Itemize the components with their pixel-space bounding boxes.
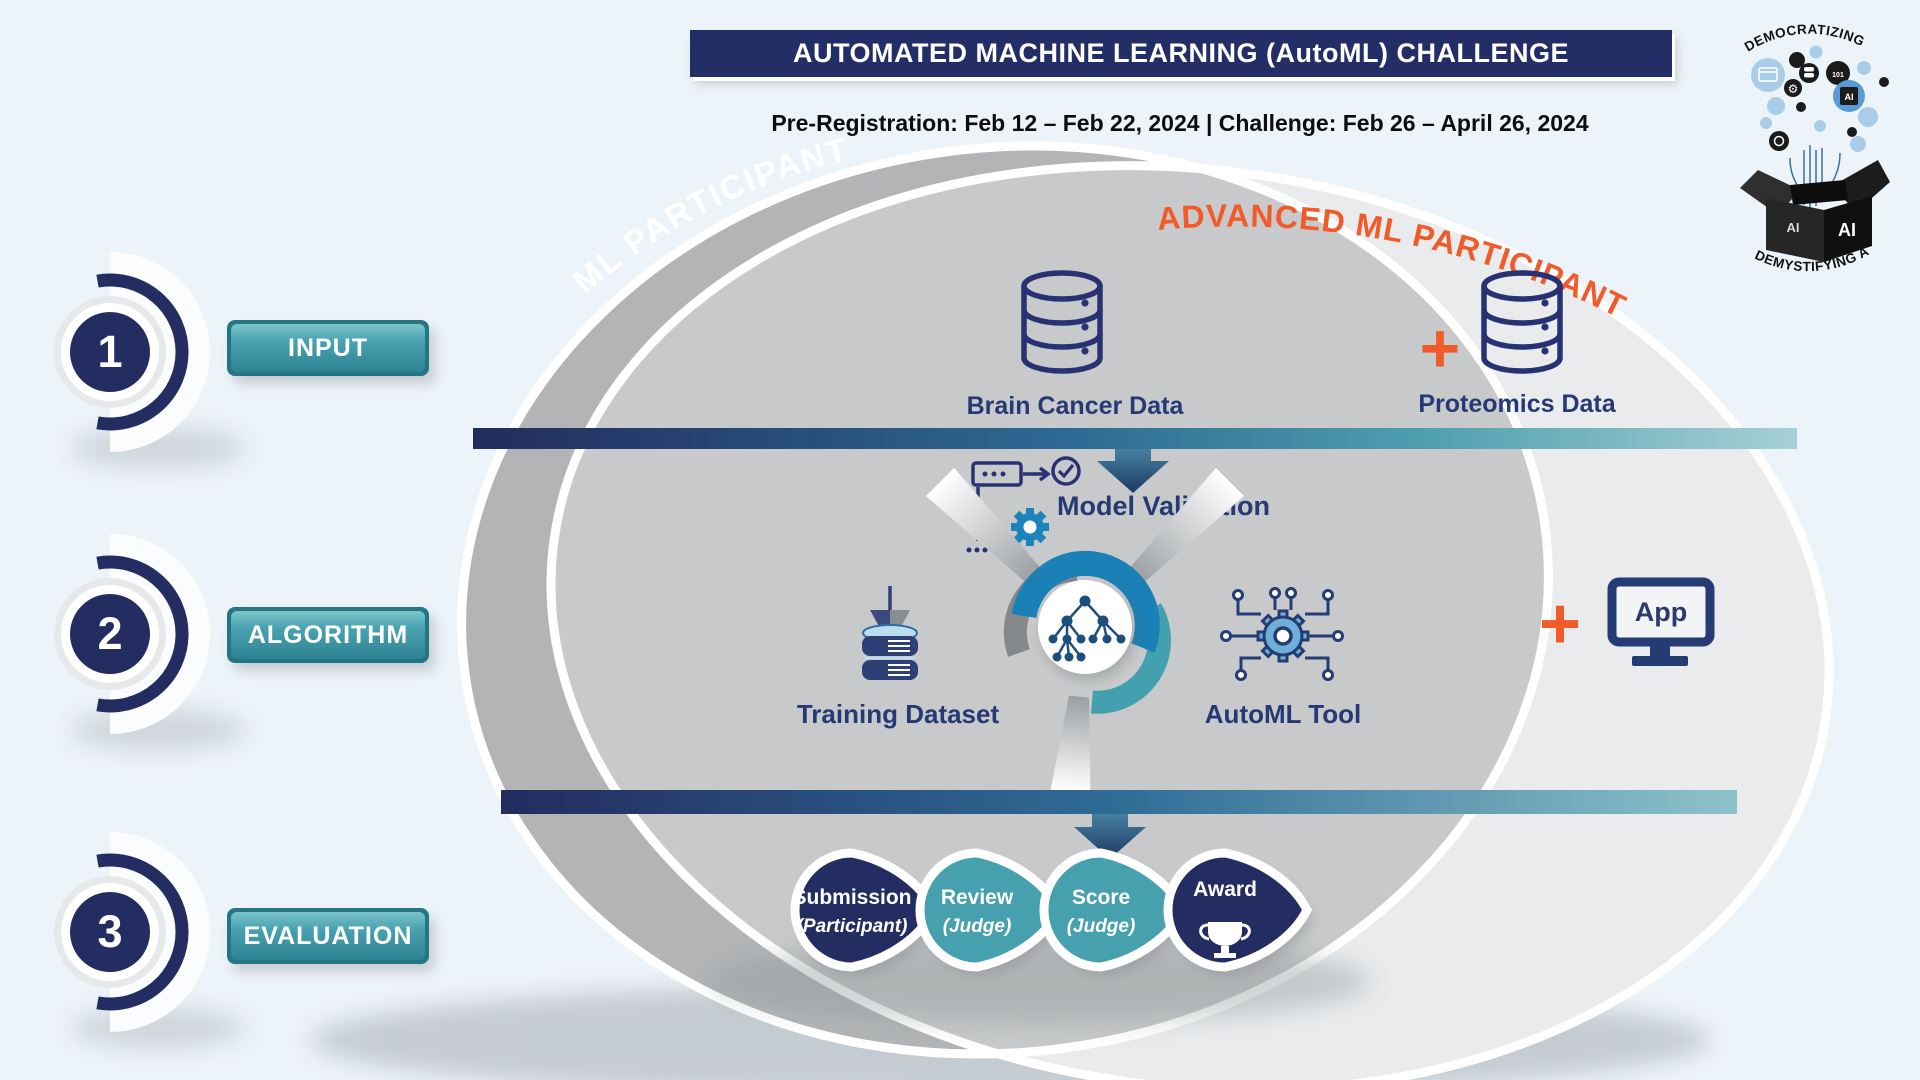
algorithm-button-label: ALGORITHM bbox=[248, 621, 408, 649]
training-dataset: Training Dataset bbox=[797, 586, 1000, 729]
hub-spoke-down bbox=[1050, 695, 1091, 793]
hub-spoke-upper-right bbox=[1127, 467, 1245, 585]
page-title: AUTOMATED MACHINE LEARNING (AutoML) CHAL… bbox=[793, 38, 1569, 68]
ai-box: AI AI bbox=[1740, 160, 1890, 262]
evaluation-button-label: EVALUATION bbox=[244, 922, 413, 950]
brain-cancer-data-label: Brain Cancer Data bbox=[967, 392, 1185, 420]
title-bar: AUTOMATED MACHINE LEARNING (AutoML) CHAL… bbox=[690, 30, 1672, 77]
decision-tree-icon bbox=[1048, 595, 1126, 662]
training-dataset-label: Training Dataset bbox=[797, 699, 1000, 729]
stage-subtitle: (Judge) bbox=[943, 916, 1012, 937]
eye-icon bbox=[1773, 135, 1785, 147]
stage-subtitle: (Participant) bbox=[797, 916, 908, 937]
hub-circle bbox=[1038, 580, 1132, 674]
down-arrow-icon bbox=[1074, 814, 1146, 859]
plus-icon: + bbox=[1420, 309, 1461, 387]
gear-icon: ⚙ bbox=[1788, 82, 1799, 96]
binary-label: 101 bbox=[1832, 72, 1844, 79]
step-1: 1 INPUT bbox=[54, 252, 435, 468]
chip-label: AI bbox=[1845, 92, 1854, 102]
challenge-dates: Pre-Registration: Feb 12 – Feb 22, 2024 … bbox=[771, 110, 1589, 136]
step-2: 2 ALGORITHM bbox=[54, 534, 435, 750]
algorithm-hub bbox=[925, 467, 1245, 793]
logo-bubbles: ⚙ 101 AI bbox=[1751, 45, 1889, 152]
stage-score: Score (Judge) bbox=[1044, 853, 1189, 976]
stage-submission: Submission (Participant) bbox=[792, 853, 940, 976]
stage-title: Submission bbox=[792, 886, 911, 909]
proteomics-data-label: Proteomics Data bbox=[1418, 390, 1616, 418]
automl-tool-label: AutoML Tool bbox=[1205, 699, 1361, 729]
stage-title: Review bbox=[941, 886, 1014, 909]
input-button: INPUT bbox=[227, 320, 435, 384]
stage-award: Award bbox=[1168, 853, 1313, 976]
box-front-label: AI bbox=[1787, 220, 1800, 235]
step-3-marker: 3 bbox=[54, 832, 246, 1048]
automl-gear-icon bbox=[1220, 587, 1344, 681]
stage-title: Score bbox=[1072, 886, 1130, 909]
browser-icon bbox=[1758, 67, 1778, 82]
evaluation-button: EVALUATION bbox=[227, 908, 435, 972]
ai-chip-icon bbox=[1840, 87, 1858, 105]
evaluation-flow: Submission (Participant) Review (Judge) … bbox=[710, 853, 1370, 1024]
validation-gear-icon bbox=[1011, 508, 1049, 546]
down-arrow-icon bbox=[1097, 449, 1169, 493]
stage-subtitle: (Judge) bbox=[1067, 916, 1136, 937]
training-dataset-icon bbox=[862, 586, 918, 680]
app-label: App bbox=[1635, 597, 1687, 627]
stage-title: Award bbox=[1193, 878, 1257, 901]
input-row: Brain Cancer Data + Proteomics Data bbox=[967, 273, 1617, 420]
hub-spoke-upper-left bbox=[925, 467, 1043, 585]
step-1-marker: 1 bbox=[54, 252, 246, 468]
plus-icon: + bbox=[1539, 584, 1581, 664]
step-number: 1 bbox=[97, 326, 122, 377]
box-side-label: AI bbox=[1838, 220, 1856, 240]
app-addon: + App bbox=[1539, 577, 1715, 666]
step-2-marker: 2 bbox=[54, 534, 246, 750]
automl-tool: AutoML Tool bbox=[1205, 587, 1361, 729]
trophy-icon bbox=[1199, 922, 1251, 958]
evaluation-divider-bar bbox=[501, 790, 1737, 814]
step-number: 2 bbox=[97, 608, 122, 659]
venn-left-outline bbox=[457, 141, 1553, 1059]
step-number: 3 bbox=[97, 906, 122, 957]
database-icon bbox=[1804, 67, 1814, 78]
input-divider-bar bbox=[473, 428, 1797, 449]
app-monitor-icon: App bbox=[1607, 577, 1715, 666]
hub-ring-blue-arc bbox=[1011, 550, 1160, 653]
step-3: 3 EVALUATION bbox=[54, 832, 435, 1048]
stage-review: Review (Judge) bbox=[920, 853, 1065, 976]
algorithm-button: ALGORITHM bbox=[227, 607, 435, 671]
input-button-label: INPUT bbox=[288, 334, 368, 362]
venn-right-outline bbox=[546, 161, 1834, 1080]
